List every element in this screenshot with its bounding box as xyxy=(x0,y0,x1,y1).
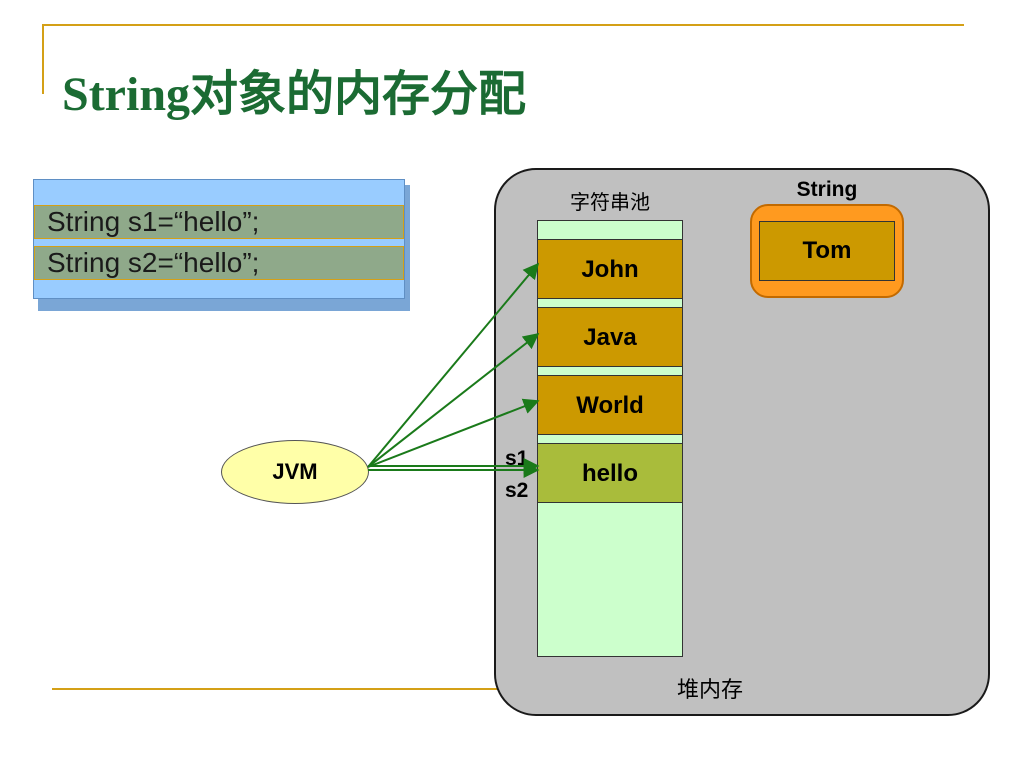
pool-item-java: Java xyxy=(537,307,683,367)
heap-memory-label: 堆内存 xyxy=(676,677,743,702)
slide-title: String对象的内存分配 xyxy=(62,68,527,121)
ref-label-s2: s2 xyxy=(505,479,529,502)
code-line-2: String s2=“hello”; xyxy=(34,246,404,280)
string-object-value: Tom xyxy=(759,221,895,281)
left-divider xyxy=(42,24,44,94)
code-panel: String s1=“hello”; String s2=“hello”; xyxy=(33,179,405,299)
ref-label-s1: s1 xyxy=(505,447,529,470)
code-line-1: String s1=“hello”; xyxy=(34,205,404,239)
pool-item-hello: hello xyxy=(537,443,683,503)
pool-item-world: World xyxy=(537,375,683,435)
string-object-label: String xyxy=(796,178,858,201)
jvm-node: JVM xyxy=(221,440,369,504)
top-divider xyxy=(42,24,964,26)
bottom-divider xyxy=(52,688,512,690)
pool-item-john: John xyxy=(537,239,683,299)
string-pool-label: 字符串池 xyxy=(570,192,650,214)
